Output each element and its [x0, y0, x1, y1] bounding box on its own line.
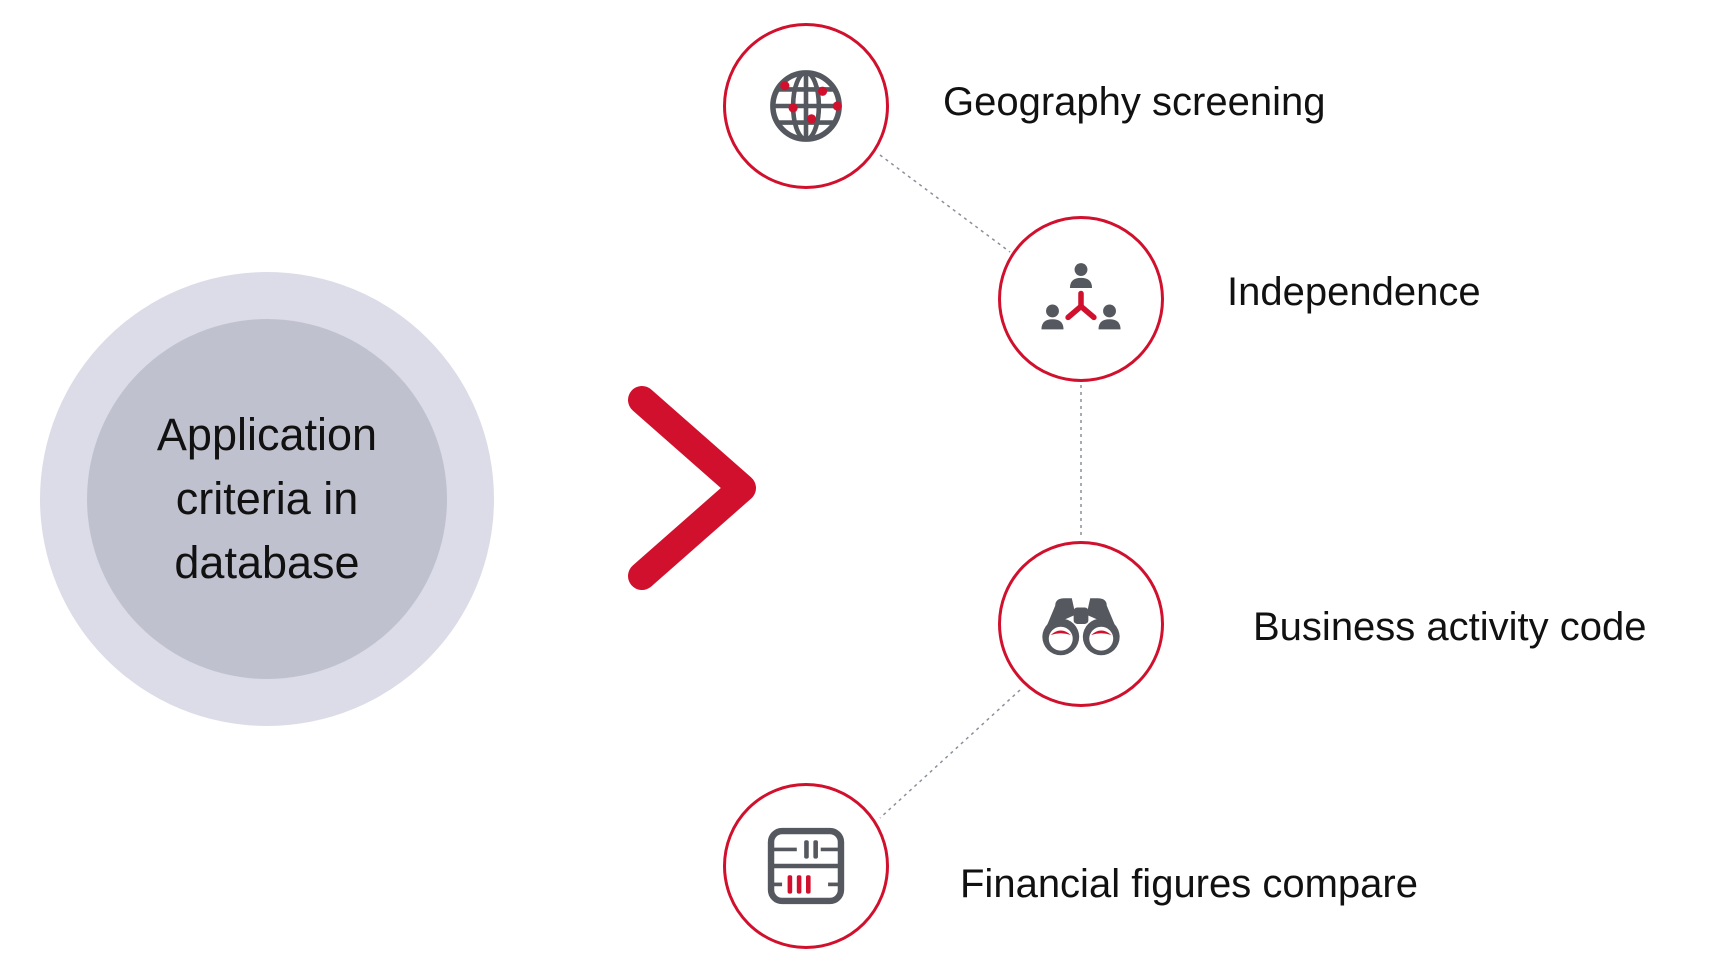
- independence-label: Independence: [1227, 270, 1481, 314]
- financial-figures-compare-label: Financial figures compare: [960, 862, 1418, 906]
- financial-figures-compare-node: [723, 783, 889, 949]
- people-network-icon: [1041, 263, 1121, 330]
- geography-screening-label: Geography screening: [943, 80, 1326, 124]
- central-concept-label: Application criteria in database: [156, 409, 378, 588]
- chevron-right-icon: [628, 386, 756, 590]
- independence-node: [998, 216, 1164, 382]
- central-concept-circle: Application criteria in database: [87, 319, 447, 679]
- connector-bus-fin: [879, 689, 1021, 819]
- binoculars-icon: [1042, 598, 1120, 656]
- connector-geo-ind: [879, 154, 1011, 253]
- business-activity-code-node: [998, 541, 1164, 707]
- abacus-icon: [767, 827, 845, 905]
- globe-icon: [770, 70, 842, 142]
- business-activity-code-label: Business activity code: [1253, 605, 1647, 649]
- geography-screening-node: [723, 23, 889, 189]
